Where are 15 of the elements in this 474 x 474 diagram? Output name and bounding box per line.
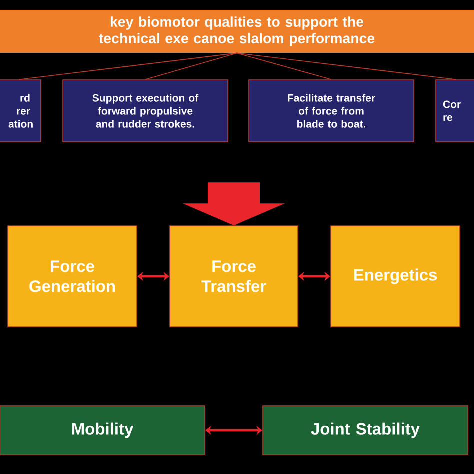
connector-line [19, 52, 238, 80]
aim-box: Facilitate transfer of force from blade to boat. [248, 80, 414, 142]
connector-line [236, 52, 456, 80]
banner: key biomotor qualities to support the technical exe canoe slalom performance [0, 10, 474, 53]
connector-line [145, 52, 238, 80]
quality-box: Energetics [330, 226, 460, 328]
aim-box: rd rer ation [0, 80, 42, 142]
foundation-box: Mobility [0, 406, 206, 456]
foundation-box: Joint Stability [262, 406, 468, 456]
aim-box: Cor re [436, 80, 474, 142]
connector-line [236, 52, 332, 80]
quality-box: Force Transfer [170, 226, 298, 328]
block-arrow [183, 182, 285, 226]
aim-box: Support execution of forward propulsive and rudder strokes. [62, 80, 228, 142]
quality-box: Force Generation [8, 226, 138, 328]
